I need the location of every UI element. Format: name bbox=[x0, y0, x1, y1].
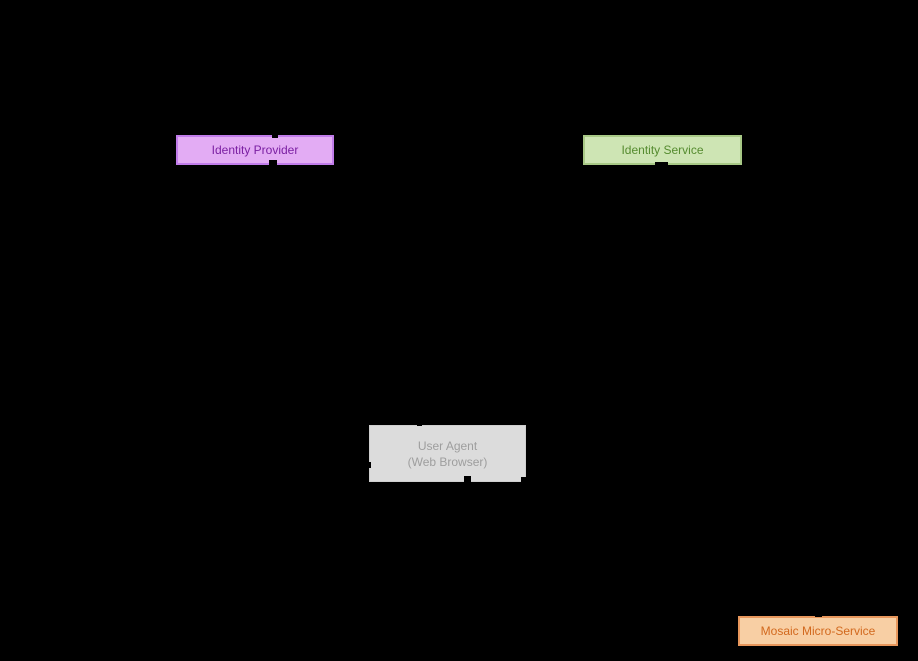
node-identity-provider: Identity Provider bbox=[176, 135, 334, 165]
lifeline-notch bbox=[815, 611, 822, 617]
node-mosaic-micro-service: Mosaic Micro-Service bbox=[738, 616, 898, 646]
node-mosaic-micro-service-label: Mosaic Micro-Service bbox=[760, 624, 876, 638]
lifeline-notch bbox=[655, 162, 668, 168]
node-identity-service-label: Identity Service bbox=[621, 143, 704, 157]
node-identity-provider-label: Identity Provider bbox=[211, 143, 299, 157]
node-user-agent-label-line2: (Web Browser) bbox=[407, 454, 488, 469]
lifeline-notch bbox=[272, 132, 278, 138]
lifeline-notch bbox=[366, 462, 371, 468]
lifeline-notch bbox=[758, 646, 769, 651]
lifeline-notch bbox=[417, 420, 422, 426]
lifeline-notch bbox=[464, 476, 471, 484]
lifeline-notch bbox=[269, 160, 277, 166]
node-user-agent: User Agent (Web Browser) bbox=[369, 425, 526, 482]
node-identity-service: Identity Service bbox=[583, 135, 742, 165]
lifeline-notch bbox=[521, 477, 527, 483]
node-user-agent-label-line1: User Agent bbox=[417, 438, 478, 453]
